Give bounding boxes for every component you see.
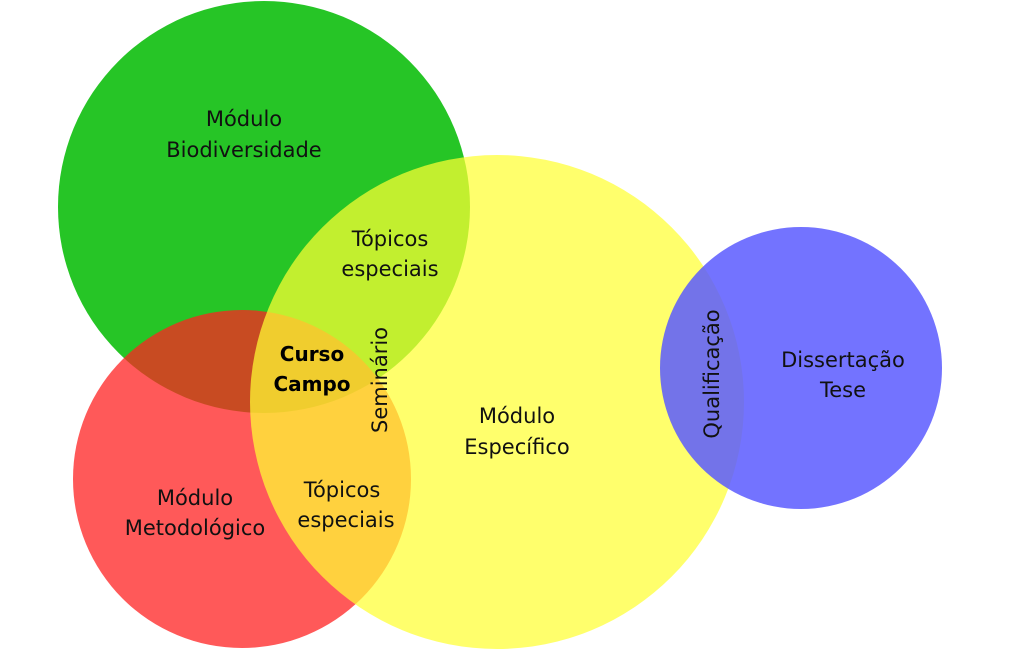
- curso-campo-line2: Campo: [273, 372, 350, 396]
- circle-modulo-especifico: [250, 155, 744, 649]
- topicos-especiais-top-line1: Tópicos: [351, 227, 429, 251]
- metodologico-label-line2: Metodológico: [125, 516, 266, 540]
- curso-campo-line1: Curso: [280, 342, 344, 366]
- biodiversidade-label-line2: Biodiversidade: [166, 138, 321, 162]
- topicos-especiais-top-line2: especiais: [341, 257, 438, 281]
- dissertacao-label-line2: Tese: [819, 378, 866, 402]
- biodiversidade-label-line1: Módulo: [206, 107, 282, 131]
- especifico-label-line2: Específico: [464, 435, 569, 459]
- topicos-especiais-bottom-line1: Tópicos: [303, 478, 381, 502]
- qualificacao-label: Qualificação: [700, 309, 724, 438]
- dissertacao-label-line1: Dissertação: [781, 348, 905, 372]
- especifico-label-line1: Módulo: [479, 404, 555, 428]
- circle-dissertacao-tese: [660, 227, 942, 509]
- topicos-especiais-bottom-line2: especiais: [297, 508, 394, 532]
- seminario-label: Seminário: [368, 327, 392, 433]
- metodologico-label-line1: Módulo: [157, 486, 233, 510]
